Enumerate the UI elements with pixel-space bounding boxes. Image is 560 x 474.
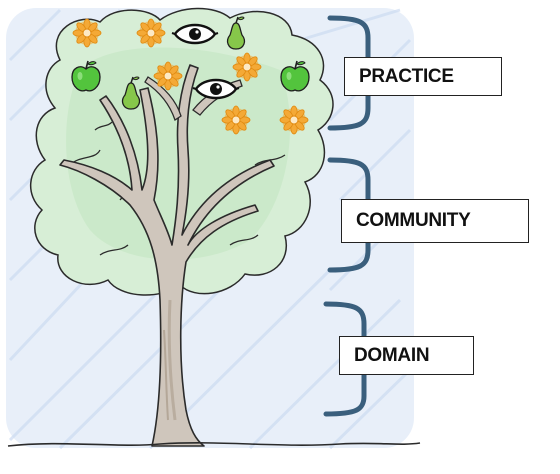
- domain-label: DOMAIN: [339, 336, 474, 375]
- flower-icon: [279, 105, 309, 135]
- flower-icon: [72, 18, 102, 48]
- flower-icon: [153, 61, 183, 91]
- community-label: COMMUNITY: [341, 199, 529, 243]
- flower-icon: [232, 52, 262, 82]
- practice-label: PRACTICE: [344, 57, 502, 96]
- flower-icon: [136, 18, 166, 48]
- flower-icon: [221, 105, 251, 135]
